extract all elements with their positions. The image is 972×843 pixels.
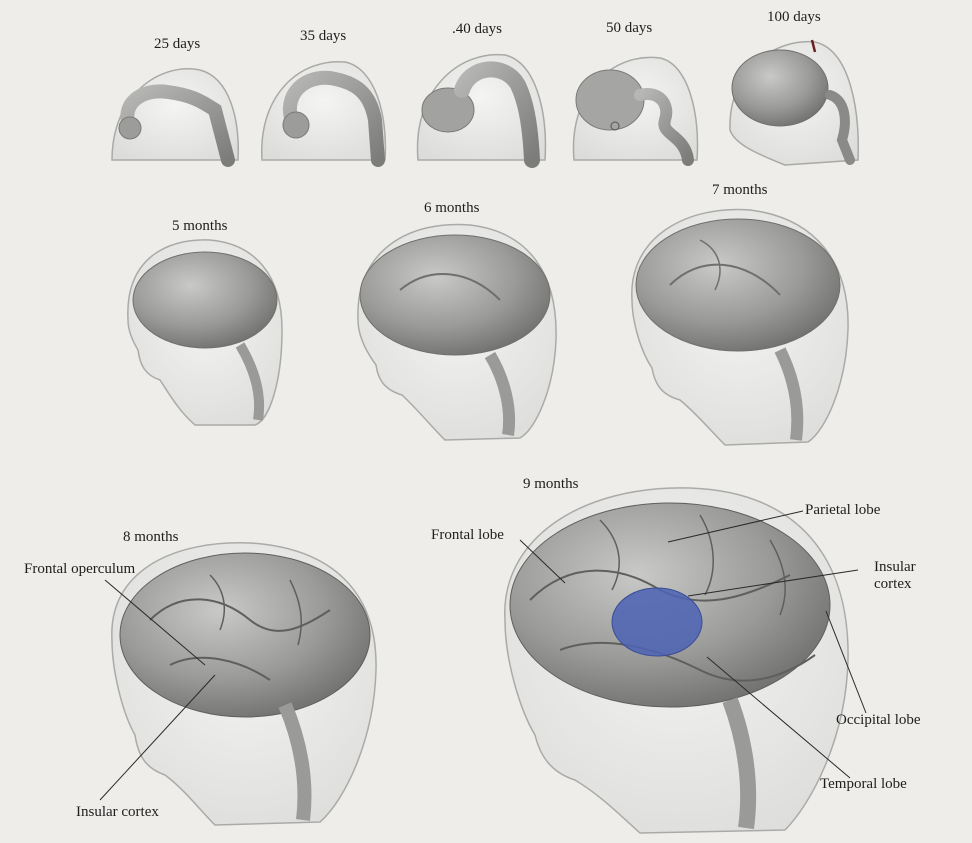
label-occipital-lobe: Occipital lobe: [836, 712, 921, 728]
stage-label-5-months: 5 months: [172, 218, 228, 234]
fetus-8-months: [111, 542, 377, 826]
stage-label-40-days: .40 days: [452, 21, 502, 37]
label-frontal-operculum: Frontal operculum: [24, 561, 136, 577]
stage-label-8-months: 8 months: [123, 529, 179, 545]
embryo-100-days: [729, 39, 859, 166]
embryo-40-days: [416, 53, 547, 168]
label-temporal-lobe: Temporal lobe: [820, 776, 907, 792]
insular-cortex-highlight: [611, 587, 703, 657]
stage-label-100-days: 100 days: [767, 9, 821, 25]
label-insular-cortex-9m-line2: cortex: [874, 576, 912, 592]
stage-label-35-days: 35 days: [300, 28, 347, 44]
label-insular-cortex-9m-line1: Insular: [874, 559, 916, 575]
stage-label-50-days: 50 days: [606, 20, 653, 36]
stage-label-7-months: 7 months: [712, 182, 768, 198]
embryo-25-days: [111, 68, 239, 167]
embryo-50-days: [572, 56, 699, 166]
leader-lines: [99, 510, 867, 801]
stage-label-9-months: 9 months: [523, 476, 579, 492]
stage-label-25-days: 25 days: [154, 36, 201, 52]
fetus-9-months: [504, 487, 849, 834]
fetus-6-months: [357, 223, 557, 441]
label-frontal-lobe: Frontal lobe: [431, 527, 504, 543]
stage-label-6-months: 6 months: [424, 200, 480, 216]
fetus-5-months: [127, 239, 283, 426]
fetus-7-months: [631, 208, 849, 446]
embryo-35-days: [261, 61, 387, 167]
label-parietal-lobe: Parietal lobe: [805, 502, 881, 518]
label-insular-cortex-8m: Insular cortex: [76, 804, 159, 820]
